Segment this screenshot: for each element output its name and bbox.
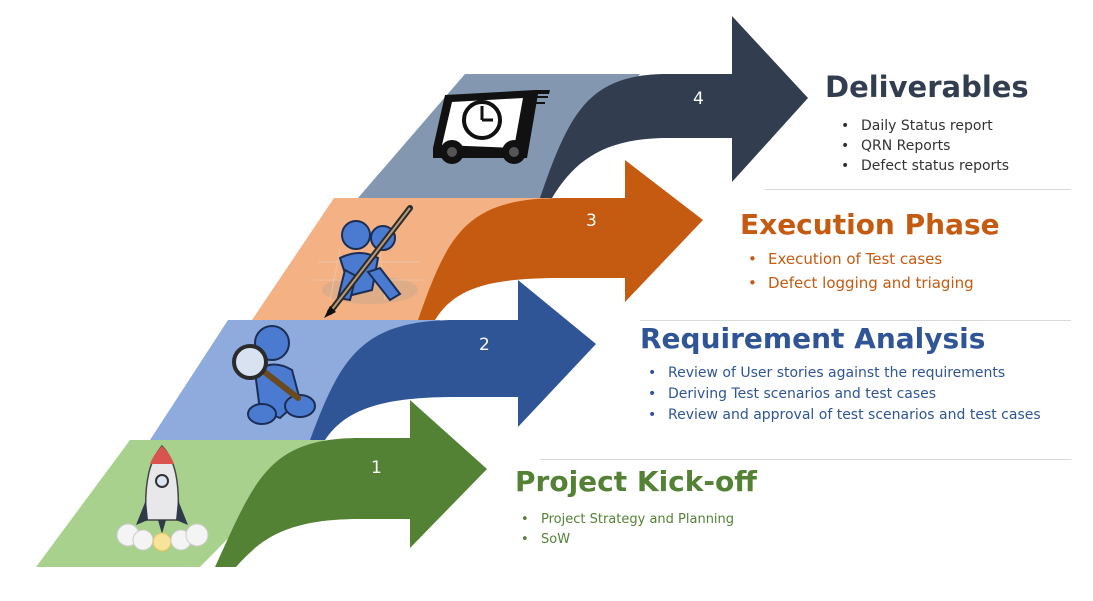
figure-with-pen-icon	[312, 205, 424, 318]
bullet-item: Defect logging and triaging	[748, 271, 1000, 295]
divider-phase-2	[540, 459, 1071, 460]
arrow-phase-4	[540, 16, 808, 198]
rocket-launch-icon	[116, 444, 209, 552]
phase-bullets: Project Strategy and Planning SoW	[521, 510, 757, 550]
arrow-number-2: 2	[479, 335, 490, 355]
delivery-truck-clock-icon	[433, 90, 550, 164]
arrow-phase-2	[310, 280, 596, 440]
phase-bullets: Execution of Test cases Defect logging a…	[748, 247, 1000, 295]
phase-title: Execution Phase	[740, 208, 1000, 241]
divider-phase-3	[640, 320, 1071, 321]
arrow-number-4: 4	[693, 89, 704, 109]
phase-title: Requirement Analysis	[640, 322, 986, 355]
bullet-item: Project Strategy and Planning	[521, 510, 757, 530]
figure-with-magnifier-icon	[232, 325, 316, 425]
bullet-item: Execution of Test cases	[748, 247, 1000, 271]
bullet-item: QRN Reports	[841, 136, 1029, 156]
bullet-item: SoW	[521, 530, 757, 550]
bullet-item: Defect status reports	[841, 156, 1029, 176]
arrow-number-3: 3	[586, 211, 597, 231]
bullet-item: Review of User stories against the requi…	[648, 363, 1041, 384]
phase-requirement-analysis: Requirement Analysis Review of User stor…	[640, 322, 1041, 426]
phase-deliverables: Deliverables Daily Status report QRN Rep…	[825, 70, 1029, 176]
phase-execution: Execution Phase Execution of Test cases …	[740, 208, 1000, 295]
bullet-item: Daily Status report	[841, 116, 1029, 136]
phase-title: Deliverables	[825, 70, 1029, 104]
phase-title: Project Kick-off	[515, 465, 757, 498]
phase-bullets: Review of User stories against the requi…	[648, 363, 1041, 426]
tile-phase-1	[36, 440, 325, 567]
arrow-phase-1	[215, 400, 487, 567]
bullet-item: Deriving Test scenarios and test cases	[648, 384, 1041, 405]
divider-phase-4	[765, 189, 1071, 190]
arrow-phase-3	[418, 160, 703, 320]
arrow-number-1: 1	[371, 458, 382, 478]
bullet-item: Review and approval of test scenarios an…	[648, 405, 1041, 426]
phase-project-kickoff: Project Kick-off Project Strategy and Pl…	[515, 465, 757, 550]
phase-bullets: Daily Status report QRN Reports Defect s…	[841, 116, 1029, 176]
